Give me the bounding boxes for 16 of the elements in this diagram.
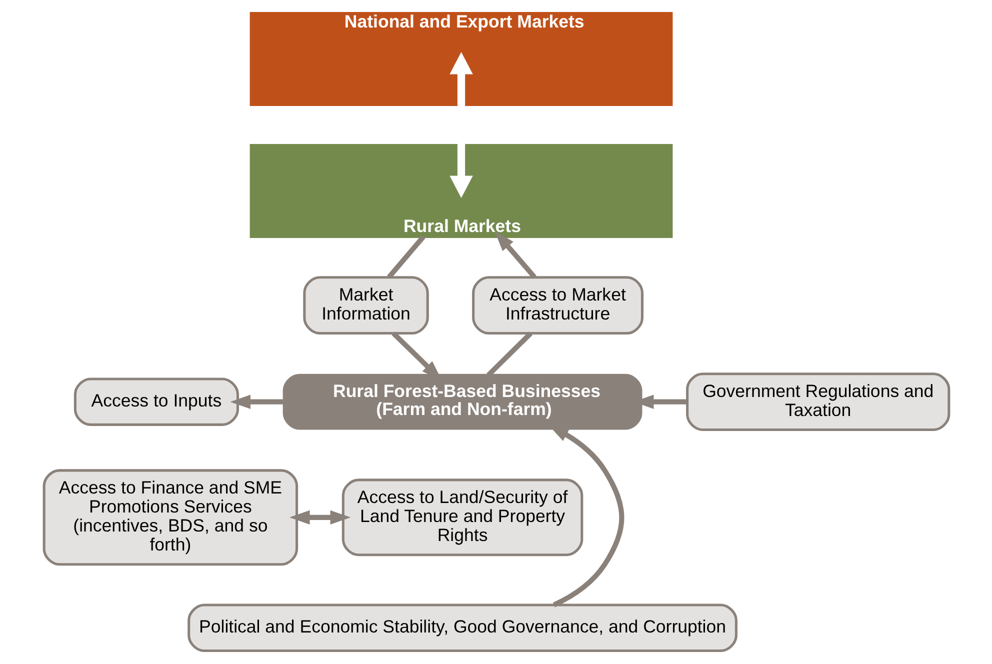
node-box: Government Regulations and Taxation xyxy=(686,372,950,432)
connector xyxy=(486,331,532,377)
arrow xyxy=(494,230,536,279)
node-box: Access to Market Infrastructure xyxy=(472,276,643,335)
node-box: Access to Land/Security of Land Tenure and Property Rights xyxy=(341,478,583,556)
node-box: Access to Inputs xyxy=(73,378,239,426)
arrow xyxy=(230,394,284,409)
node-box: Rural Markets xyxy=(249,144,672,238)
connector xyxy=(386,235,425,279)
arrow xyxy=(288,510,350,525)
node-box: Access to Finance and SME Promotions Services (incentives, BDS, and so forth) xyxy=(42,469,298,566)
node-box: Political and Economic Stability, Good Governance, and Corruption xyxy=(187,604,737,652)
arrow xyxy=(449,52,472,198)
node-box: National and Export Markets xyxy=(249,12,672,106)
node-box: Market Information xyxy=(302,276,428,335)
node-box: Rural Forest-Based Businesses (Farm and Non-farm) xyxy=(282,374,642,430)
